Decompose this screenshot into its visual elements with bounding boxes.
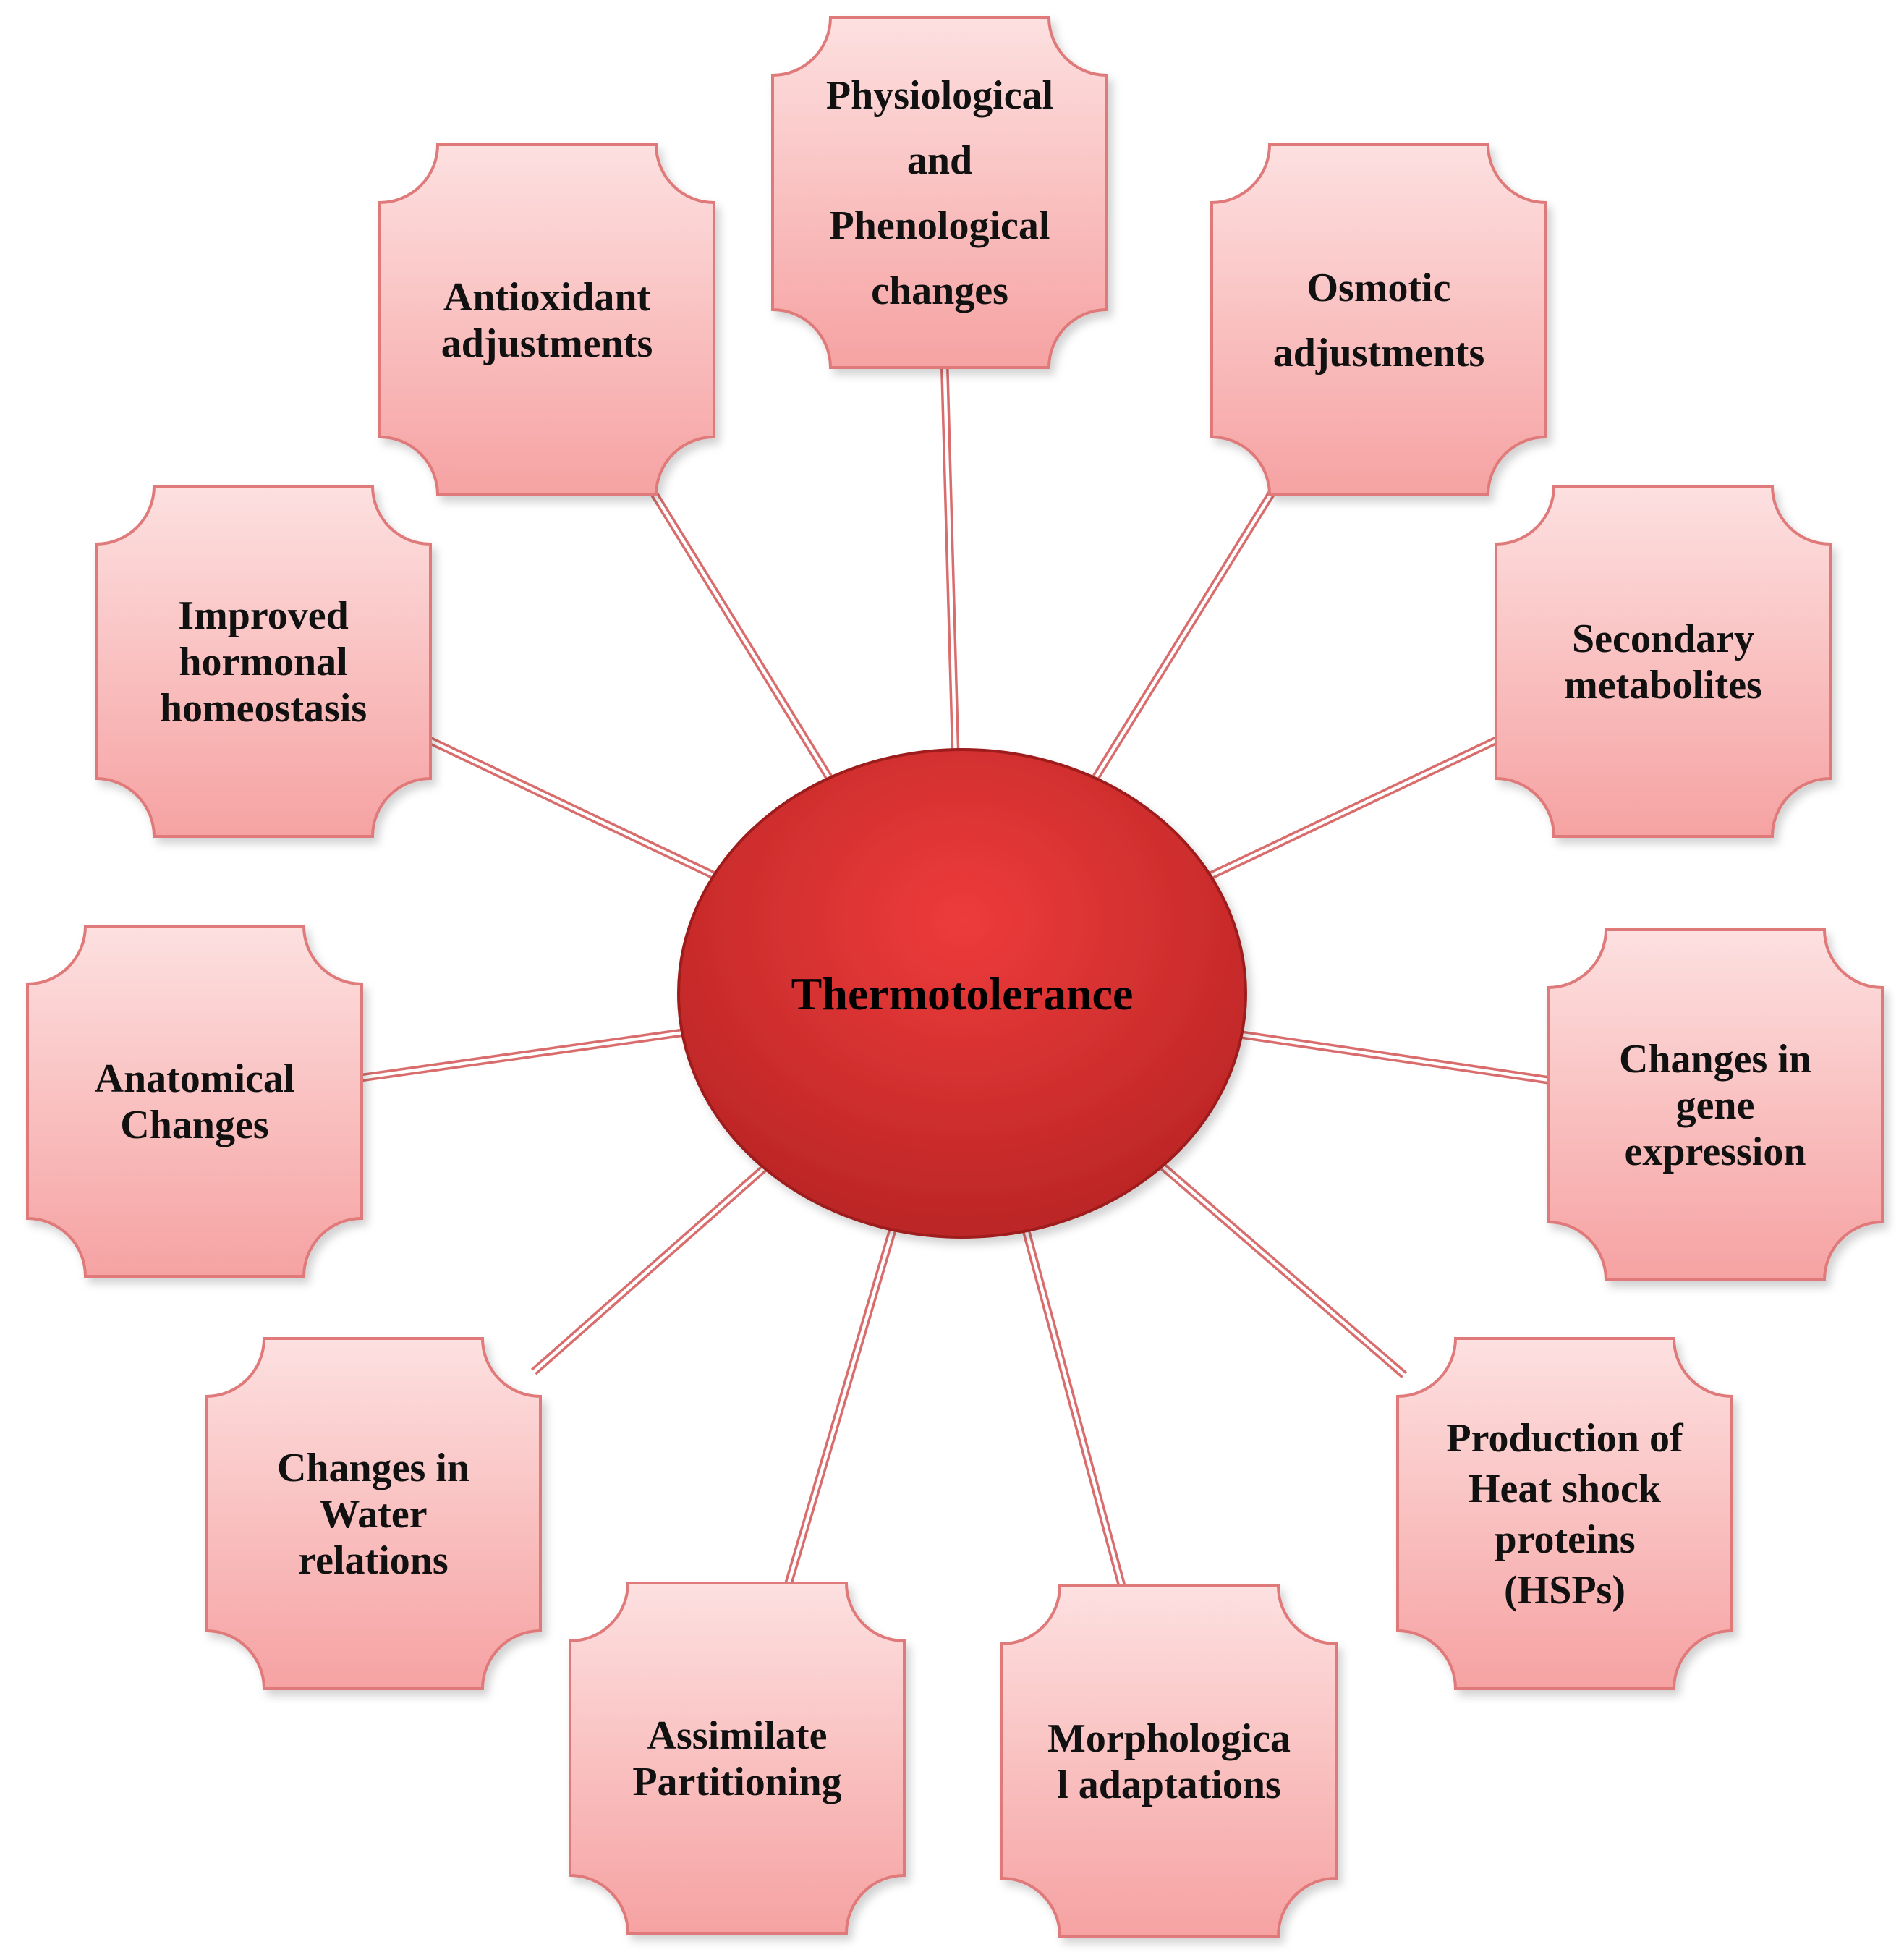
node-label-hormonal-line-2: homeostasis: [160, 686, 367, 731]
node-osmotic: Osmotic adjustments: [1210, 143, 1547, 496]
connector-morphological: [1021, 1231, 1123, 1595]
node-box-water-relations: [205, 1337, 542, 1690]
node-box-gene-expression: [1547, 928, 1884, 1281]
node-label-gene-expression-line-2: expression: [1625, 1129, 1806, 1174]
node-label-heat-shock-proteins-line-3: (HSPs): [1504, 1568, 1625, 1613]
node-box-osmotic: [1210, 143, 1547, 496]
node-label-osmotic-line-1: adjustments: [1273, 331, 1484, 376]
connector-anatomical: [354, 1028, 682, 1077]
node-box-physiological-phenological: [771, 16, 1108, 369]
node-label-anatomical-line-0: Anatomical: [95, 1056, 295, 1101]
node-label-heat-shock-proteins-line-1: Heat shock: [1469, 1467, 1662, 1511]
node-label-antioxidant-line-0: Antioxidant: [443, 275, 651, 320]
connector-physiological-phenological: [940, 360, 954, 750]
node-label-morphological-line-0: Morphologica: [1047, 1716, 1291, 1761]
node-label-gene-expression-line-0: Changes in: [1619, 1037, 1811, 1082]
node-label-gene-expression-line-1: gene: [1676, 1083, 1755, 1128]
node-box-antioxidant: [378, 143, 715, 496]
node-label-secondary-metabolites-line-1: metabolites: [1564, 663, 1762, 708]
connector-gene-expression: [1241, 1036, 1555, 1085]
connector-antioxidant: [652, 485, 833, 778]
connector-heat-shock-proteins: [1159, 1167, 1403, 1378]
connector-physiological-phenological: [945, 360, 960, 750]
node-box-secondary-metabolites: [1495, 485, 1832, 838]
node-label-water-relations-line-0: Changes in: [277, 1446, 469, 1490]
connector-water-relations: [535, 1169, 768, 1375]
connector-hormonal: [424, 734, 716, 874]
node-label-osmotic-line-0: Osmotic: [1306, 266, 1450, 310]
center-label: Thermotolerance: [791, 968, 1134, 1019]
node-label-hormonal-line-1: hormonal: [179, 640, 347, 684]
node-label-secondary-metabolites-line-0: Secondary: [1572, 616, 1754, 661]
connector-water-relations: [530, 1165, 764, 1371]
connector-secondary-metabolites: [1208, 733, 1503, 875]
center-ellipse: [677, 748, 1247, 1239]
connector-morphological: [1027, 1229, 1128, 1593]
connector-anatomical: [355, 1034, 683, 1083]
node-label-morphological-line-1: l adaptations: [1057, 1762, 1281, 1807]
node-label-assimilate-partitioning-line-1: Partitioning: [632, 1760, 841, 1804]
node-box-assimilate-partitioning: [569, 1582, 906, 1935]
node-label-physiological-phenological-line-2: Phenological: [830, 203, 1050, 248]
node-box-anatomical: [26, 925, 363, 1278]
node-label-physiological-phenological-line-1: and: [907, 138, 972, 183]
node-label-heat-shock-proteins-line-2: proteins: [1495, 1517, 1636, 1562]
node-label-heat-shock-proteins-line-0: Production of: [1446, 1416, 1684, 1461]
node-box-morphological: [1000, 1584, 1338, 1938]
node-label-hormonal-line-0: Improved: [178, 593, 348, 638]
connector-hormonal: [422, 739, 713, 880]
connector-assimilate-partitioning: [788, 1230, 897, 1592]
node-label-assimilate-partitioning-line-0: Assimilate: [647, 1713, 828, 1758]
node-box-hormonal: [95, 485, 432, 838]
connector-osmotic: [1096, 488, 1279, 781]
node-label-physiological-phenological-line-3: changes: [871, 268, 1008, 313]
connector-antioxidant: [647, 488, 828, 781]
node-box-heat-shock-proteins: [1396, 1337, 1733, 1690]
node-label-anatomical-line-1: Changes: [120, 1103, 268, 1147]
connector-assimilate-partitioning: [782, 1229, 891, 1590]
connector-gene-expression: [1241, 1030, 1556, 1079]
node-label-water-relations-line-1: Water: [319, 1492, 427, 1537]
connectors: [354, 360, 1556, 1595]
node-label-water-relations-line-2: relations: [298, 1538, 448, 1583]
node-heat-shock-proteins: Production of Heat shock proteins (HSPs): [1396, 1337, 1733, 1690]
connector-secondary-metabolites: [1211, 739, 1505, 880]
connector-osmotic: [1092, 485, 1274, 778]
center-node: Thermotolerance: [677, 748, 1247, 1239]
node-label-physiological-phenological-line-0: Physiological: [826, 73, 1053, 118]
node-label-antioxidant-line-1: adjustments: [441, 321, 653, 366]
connector-heat-shock-proteins: [1163, 1163, 1407, 1374]
